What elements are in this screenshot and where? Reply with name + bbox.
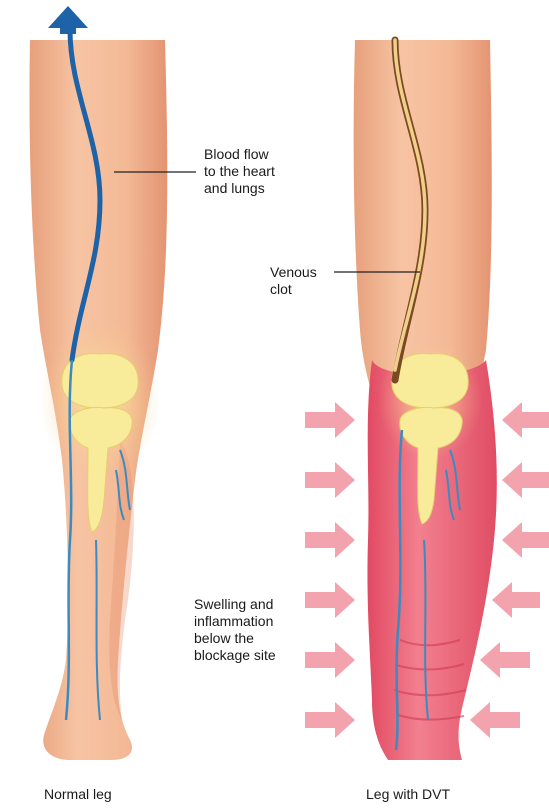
swelling-line-4: blockage site [194, 647, 276, 664]
normal-arrow-head [48, 6, 88, 34]
arrow-right-5 [480, 642, 530, 678]
swelling-line-3: below the [194, 630, 276, 647]
blood-flow-line-3: and lungs [204, 180, 275, 197]
venous-clot-line-2: clot [270, 281, 317, 298]
arrow-left-3 [305, 522, 355, 558]
blood-flow-line-2: to the heart [204, 163, 275, 180]
normal-leg [29, 6, 167, 760]
dvt-leg [305, 40, 549, 760]
arrow-left-1 [305, 402, 355, 438]
venous-clot-line-1: Venous [270, 264, 317, 281]
arrow-left-5 [305, 642, 355, 678]
arrow-right-4 [492, 582, 540, 618]
arrow-left-2 [305, 462, 355, 498]
swelling-line-2: inflammation [194, 613, 276, 630]
normal-leg-caption: Normal leg [44, 786, 112, 802]
swelling-line-1: Swelling and [194, 596, 276, 613]
blood-flow-label: Blood flow to the heart and lungs [204, 146, 275, 197]
arrow-right-6 [470, 702, 520, 738]
blood-flow-line-1: Blood flow [204, 146, 275, 163]
dvt-leg-caption: Leg with DVT [366, 786, 450, 802]
venous-clot-label: Venous clot [270, 264, 317, 298]
arrow-right-3 [502, 522, 549, 558]
arrow-left-4 [305, 582, 355, 618]
arrow-left-6 [305, 702, 355, 738]
arrow-right-2 [502, 462, 549, 498]
dvt-femur-end [392, 354, 468, 408]
swelling-label: Swelling and inflammation below the bloc… [194, 596, 276, 664]
arrow-right-1 [502, 402, 549, 438]
